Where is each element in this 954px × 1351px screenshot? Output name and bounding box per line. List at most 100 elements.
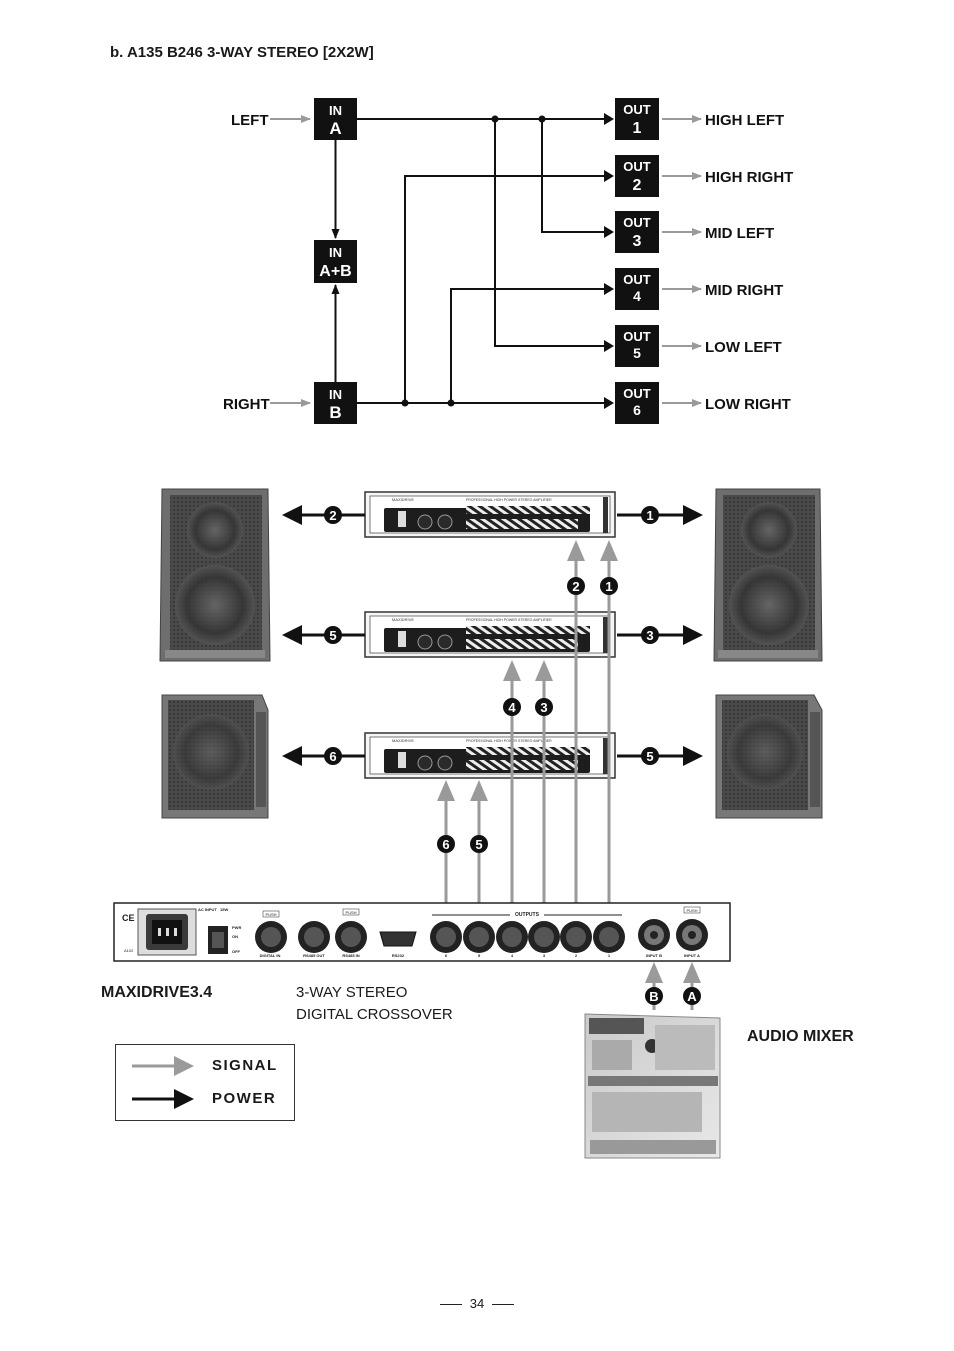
output-5-label: LOW LEFT: [705, 339, 782, 356]
amp3-left-number: 6: [329, 749, 336, 764]
connector-digital-in: DIGITAL IN: [260, 953, 281, 958]
push-label-2: PUSH: [345, 910, 356, 915]
crossover-desc-line1: 3-WAY STEREO: [296, 984, 408, 1001]
power-rating: 15W: [220, 907, 228, 912]
feed-badge-amp3-right-number: 5: [475, 837, 482, 852]
crossover-name: MAXIDRIVE3.4: [101, 984, 213, 1001]
page-number-rule-left: [440, 1304, 463, 1306]
amp2-right-badge: 3: [641, 626, 659, 644]
amp1-left-number: 2: [329, 508, 336, 523]
output-4: OUT 4 MID RIGHT: [615, 268, 783, 310]
output-2: OUT 2 HIGH RIGHT: [615, 155, 793, 197]
feed-badge-amp1-right-number: 1: [605, 579, 612, 594]
amplifier-2: MAXIDRIVE PROFESSIONAL HIGH POWER STEREO…: [364, 611, 616, 658]
junction-dots: [401, 115, 546, 407]
push-label-1: PUSH: [265, 912, 276, 917]
routing-lines: [357, 118, 612, 404]
amp3-left-badge: 6: [324, 747, 342, 765]
amp2-left-badge: 5: [324, 626, 342, 644]
output-5-number: 5: [633, 345, 641, 361]
subwoofer-right: [715, 694, 823, 819]
output-2-number: 2: [633, 177, 642, 194]
audio-mixer-label: AUDIO MIXER: [747, 1028, 854, 1045]
legend-signal-label: SIGNAL: [212, 1057, 278, 1074]
amplifier-1: MAXIDRIVE PROFESSIONAL HIGH POWER STEREO…: [364, 491, 616, 538]
amp1-right-number: 1: [646, 508, 653, 523]
speaker-top-right: [713, 488, 823, 662]
output-1-top: OUT: [623, 102, 651, 117]
page-number-value: 34: [469, 1296, 485, 1311]
route-a-out3: [541, 119, 612, 233]
model-small: A102: [124, 948, 134, 953]
amp2-left-number: 5: [329, 628, 336, 643]
feed-badge-amp2-right: 3: [535, 698, 553, 716]
push-label-3: PUSH: [686, 908, 697, 913]
audio-mixer-image: [584, 1013, 721, 1159]
ac-input-label: AC INPUT: [198, 907, 217, 912]
route-arrowheads: [604, 113, 614, 409]
mixer-badge-b-letter: B: [649, 989, 658, 1004]
amp2-brand: MAXIDRIVE: [392, 617, 414, 622]
output-3-number: 3: [633, 233, 642, 250]
output-1-number: 1: [633, 120, 642, 137]
input-b-label: INPUT B: [646, 953, 662, 958]
outputs-title: OUTPUTS: [515, 912, 540, 918]
page-number: 34: [0, 1296, 954, 1311]
output-6-label: LOW RIGHT: [705, 396, 791, 413]
feed-badge-amp3-left-number: 6: [442, 837, 449, 852]
route-b-out4: [450, 288, 612, 403]
output-1-label: HIGH LEFT: [705, 112, 784, 129]
output-6-top: OUT: [623, 386, 651, 401]
input-a-box: [314, 98, 357, 140]
route-b-out2: [404, 175, 612, 403]
system-illustration: MAXIDRIVE PROFESSIONAL HIGH POWER STEREO…: [113, 488, 823, 1159]
output-4-number: 4: [633, 288, 641, 304]
amp1-right-badge: 1: [641, 506, 659, 524]
output-num-1: 1: [608, 953, 611, 958]
source-label-right: RIGHT: [223, 396, 270, 413]
mixer-badge-a: A: [683, 987, 701, 1005]
output-num-2: 2: [575, 953, 578, 958]
power-legend-arrow: [132, 1089, 194, 1109]
signal-arrowheads: [437, 540, 701, 983]
input-b-bottom: B: [329, 403, 341, 422]
amp2-model-text: PROFESSIONAL HIGH POWER STEREO AMPLIFIER: [466, 618, 552, 622]
connector-rs485-out: RS485 OUT: [303, 953, 325, 958]
output-3: OUT 3 MID LEFT: [615, 211, 774, 253]
feed-badge-amp3-right: 5: [470, 835, 488, 853]
amp2-right-number: 3: [646, 628, 653, 643]
amp1-left-badge: 2: [324, 506, 342, 524]
output-6: OUT 6 LOW RIGHT: [615, 382, 791, 424]
crossover-rear-panel: CE A102 AC INPUT 15W PWR ON OFF PUSH PUS…: [113, 902, 731, 962]
route-a-out5: [494, 119, 612, 347]
amp3-right-badge: 5: [641, 747, 659, 765]
feed-badge-amp2-left-number: 4: [508, 700, 516, 715]
input-ab-bottom: A+B: [319, 263, 351, 280]
switch-label-pwr: PWR: [232, 925, 241, 930]
output-3-label: MID LEFT: [705, 225, 774, 242]
section-heading: b. A135 B246 3-WAY STEREO [2X2W]: [110, 44, 374, 61]
input-b-box: [314, 382, 357, 424]
subwoofer-left: [161, 694, 269, 819]
output-5-top: OUT: [623, 329, 651, 344]
amp1-brand: MAXIDRIVE: [392, 497, 414, 502]
input-a-bottom: A: [329, 119, 341, 138]
output-2-label: HIGH RIGHT: [705, 169, 793, 186]
feed-badge-amp1-left: 2: [567, 577, 585, 595]
signal-legend-arrow: [132, 1056, 194, 1076]
output-num-6: 6: [445, 953, 448, 958]
mixer-badge-b: B: [645, 987, 663, 1005]
page-number-rule-right: [491, 1304, 514, 1306]
mixer-badge-a-letter: A: [687, 989, 697, 1004]
feed-badge-amp1-left-number: 2: [572, 579, 579, 594]
amp3-model-text: PROFESSIONAL HIGH POWER STEREO AMPLIFIER: [466, 739, 552, 743]
output-num-3: 3: [543, 953, 546, 958]
feed-badge-amp2-left: 4: [503, 698, 521, 716]
input-ab-top: IN: [329, 245, 342, 260]
ce-mark: CE: [122, 913, 135, 923]
switch-label-off: OFF: [232, 949, 241, 954]
switch-label-on: ON: [232, 934, 238, 939]
output-6-number: 6: [633, 402, 641, 418]
connector-rs232: RS232: [392, 953, 405, 958]
